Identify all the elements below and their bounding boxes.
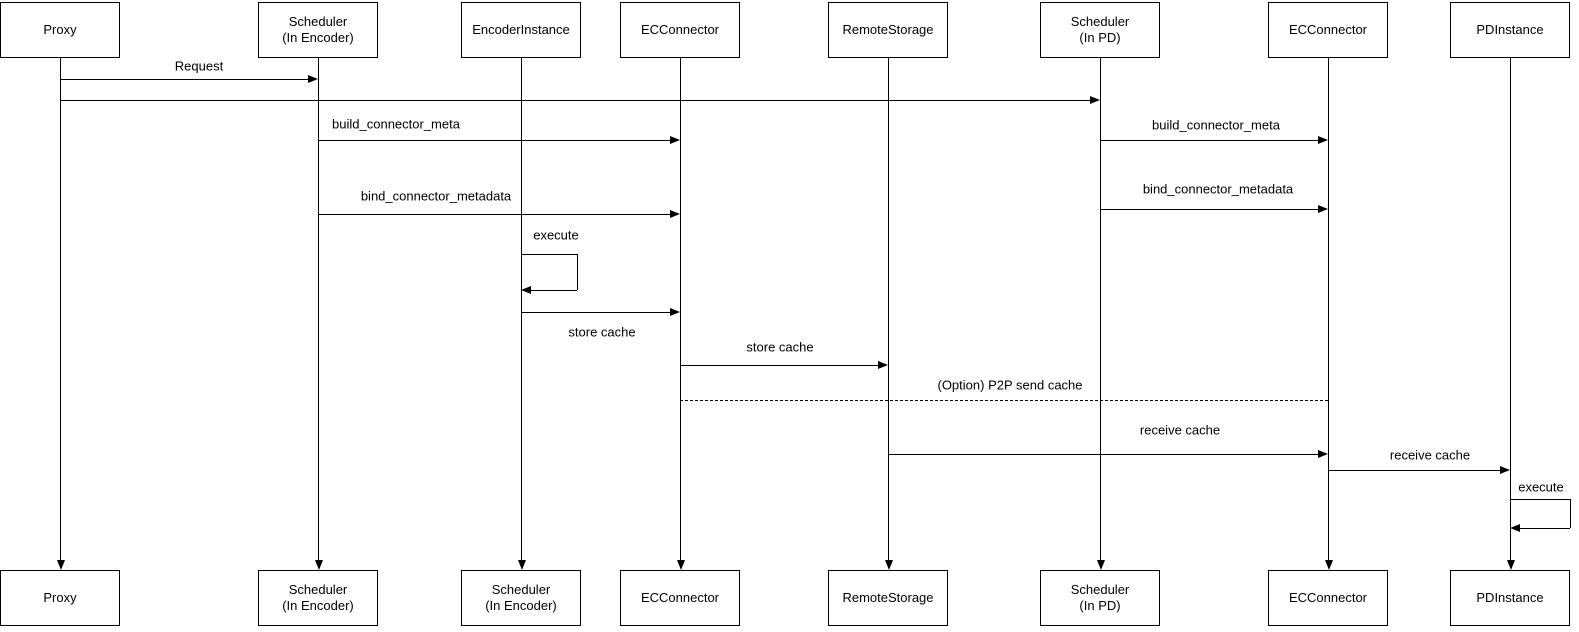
actor-label: ECConnector: [640, 22, 720, 37]
message-label-request: Request: [172, 58, 226, 74]
actor-label: EncoderInstance: [472, 22, 570, 37]
actor-box-top-proxy: Proxy: [0, 2, 120, 58]
actor-label: Scheduler (In Encoder): [282, 582, 354, 613]
actor-box-top-pd-instance: PDInstance: [1450, 2, 1570, 58]
lifeline-scheduler-in-encoder: [318, 58, 319, 560]
message-arrowhead-store-cache-encoder-to-connector: [670, 308, 680, 316]
message-line-request-forward: [60, 100, 1091, 101]
message-label-receive-cache-connector-to-pd: receive cache: [1387, 447, 1473, 463]
actor-label: PDInstance: [1476, 22, 1544, 37]
lifeline-arrowhead-encoder-instance: [517, 560, 526, 570]
message-arrowhead-store-cache-connector-to-storage: [878, 361, 888, 369]
actor-box-top-scheduler-in-encoder: Scheduler (In Encoder): [258, 2, 378, 58]
actor-label: Proxy: [43, 22, 77, 37]
actor-label: RemoteStorage: [842, 590, 934, 605]
message-arrowhead-request: [308, 75, 318, 83]
actor-label: Scheduler (In PD): [1070, 582, 1130, 613]
selfmsg-top-execute-encoder: [521, 254, 577, 255]
actor-label: Proxy: [43, 590, 77, 605]
message-arrowhead-bind-connector-metadata-encoder: [670, 210, 680, 218]
actor-box-bottom-scheduler-in-encoder-2: Scheduler (In Encoder): [461, 570, 581, 626]
message-line-bind-connector-metadata-pd: [1100, 209, 1319, 210]
lifeline-arrowhead-ec-connector-2: [1324, 560, 1333, 570]
actor-box-top-remote-storage: RemoteStorage: [828, 2, 948, 58]
message-arrowhead-request-forward: [1090, 96, 1100, 104]
actor-box-bottom-scheduler-in-pd: Scheduler (In PD): [1040, 570, 1160, 626]
actor-box-top-ec-connector-2: ECConnector: [1268, 2, 1388, 58]
lifeline-arrowhead-scheduler-in-encoder: [314, 560, 323, 570]
actor-label: PDInstance: [1476, 590, 1544, 605]
lifeline-arrowhead-ec-connector: [676, 560, 685, 570]
actor-label: Scheduler (In Encoder): [485, 582, 557, 613]
selfmsg-label-execute-pd: execute: [1516, 479, 1566, 495]
message-label-store-cache-encoder-to-connector: store cache: [566, 324, 638, 340]
message-line-request: [60, 79, 309, 80]
message-line-receive-cache-storage-to-connector: [888, 454, 1319, 455]
actor-box-bottom-scheduler-in-encoder: Scheduler (In Encoder): [258, 570, 378, 626]
actor-label: ECConnector: [640, 590, 720, 605]
lifeline-ec-connector-2: [1328, 58, 1329, 560]
lifeline-arrowhead-proxy: [56, 560, 65, 570]
actor-box-bottom-proxy: Proxy: [0, 570, 120, 626]
message-arrowhead-build-connector-meta-encoder: [670, 136, 680, 144]
message-arrowhead-bind-connector-metadata-pd: [1318, 205, 1328, 213]
actor-box-bottom-ec-connector: ECConnector: [620, 570, 740, 626]
message-label-build-connector-meta-encoder: build_connector_meta: [330, 116, 462, 132]
lifeline-arrowhead-remote-storage: [884, 560, 893, 570]
message-label-store-cache-connector-to-storage: store cache: [744, 339, 816, 355]
message-line-store-cache-encoder-to-connector: [521, 312, 671, 313]
selfmsg-side-execute-pd: [1570, 499, 1571, 528]
lifeline-ec-connector: [680, 58, 681, 560]
actor-box-bottom-pd-instance: PDInstance: [1450, 570, 1570, 626]
message-label-p2p-send-cache: (Option) P2P send cache: [935, 377, 1085, 393]
message-arrowhead-receive-cache-storage-to-connector: [1318, 450, 1328, 458]
message-line-build-connector-meta-pd: [1100, 140, 1319, 141]
selfmsg-arrowhead-execute-encoder: [521, 286, 531, 294]
lifeline-encoder-instance: [521, 58, 522, 560]
message-arrowhead-receive-cache-connector-to-pd: [1500, 466, 1510, 474]
message-line-store-cache-connector-to-storage: [680, 365, 879, 366]
actor-box-bottom-ec-connector-2: ECConnector: [1268, 570, 1388, 626]
actor-box-top-encoder-instance: EncoderInstance: [461, 2, 581, 58]
message-label-bind-connector-metadata-pd: bind_connector_metadata: [1140, 181, 1296, 197]
message-line-p2p-send-cache: [680, 400, 1328, 401]
message-label-build-connector-meta-pd: build_connector_meta: [1150, 117, 1282, 133]
lifeline-scheduler-in-pd: [1100, 58, 1101, 560]
selfmsg-bottom-execute-encoder: [530, 290, 577, 291]
actor-box-top-scheduler-in-pd: Scheduler (In PD): [1040, 2, 1160, 58]
selfmsg-label-execute-encoder: execute: [531, 227, 581, 243]
message-label-bind-connector-metadata-encoder: bind_connector_metadata: [358, 188, 514, 204]
selfmsg-side-execute-encoder: [577, 254, 578, 290]
message-line-bind-connector-metadata-encoder: [318, 214, 671, 215]
lifeline-arrowhead-scheduler-in-pd: [1096, 560, 1105, 570]
actor-label: Scheduler (In PD): [1070, 14, 1130, 45]
message-arrowhead-build-connector-meta-pd: [1318, 136, 1328, 144]
selfmsg-top-execute-pd: [1510, 499, 1570, 500]
message-label-receive-cache-storage-to-connector: receive cache: [1137, 422, 1223, 438]
actor-label: Scheduler (In Encoder): [282, 14, 354, 45]
actor-label: ECConnector: [1288, 590, 1368, 605]
actor-label: RemoteStorage: [842, 22, 934, 37]
selfmsg-arrowhead-execute-pd: [1510, 524, 1520, 532]
actor-box-bottom-remote-storage: RemoteStorage: [828, 570, 948, 626]
actor-box-top-ec-connector: ECConnector: [620, 2, 740, 58]
message-line-receive-cache-connector-to-pd: [1328, 470, 1501, 471]
lifeline-remote-storage: [888, 58, 889, 560]
selfmsg-bottom-execute-pd: [1519, 528, 1570, 529]
message-line-build-connector-meta-encoder: [318, 140, 671, 141]
lifeline-pd-instance: [1510, 58, 1511, 560]
lifeline-arrowhead-pd-instance: [1506, 560, 1515, 570]
lifeline-proxy: [60, 58, 61, 560]
actor-label: ECConnector: [1288, 22, 1368, 37]
